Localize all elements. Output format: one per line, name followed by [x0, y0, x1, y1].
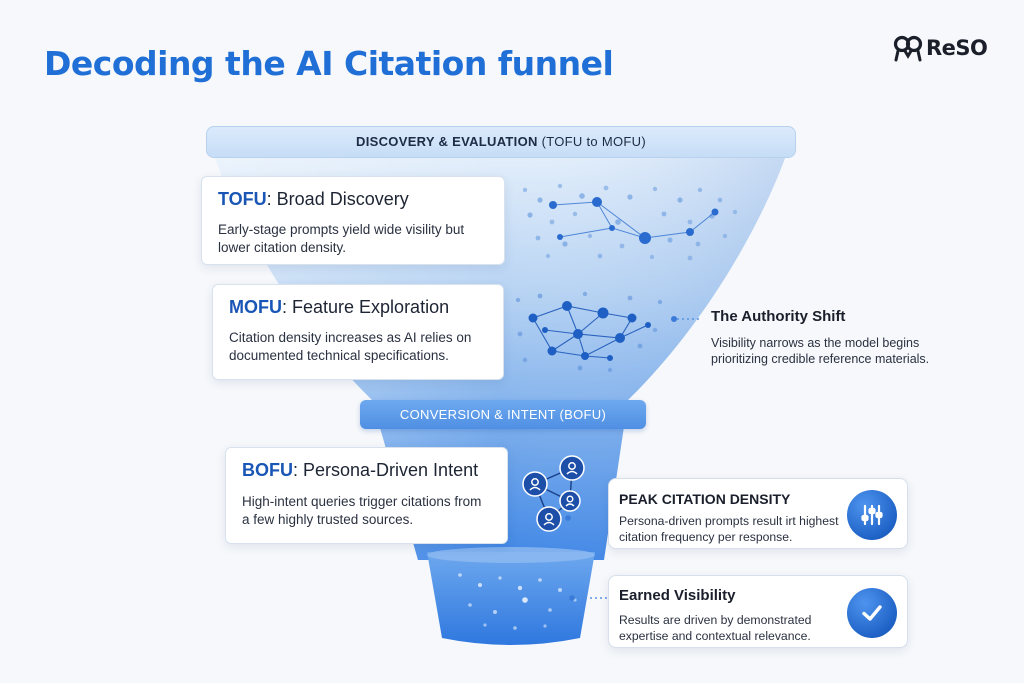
authority-shift-connector-dot: [671, 316, 677, 322]
tofu-card: TOFU: Broad Discovery Early-stage prompt…: [201, 176, 505, 265]
bofu-abbr: BOFU: [242, 460, 293, 480]
bofu-card-desc: High-intent queries trigger citations fr…: [242, 494, 482, 527]
page-title: Decoding the AI Citation funnel: [44, 44, 614, 83]
bofu-card: BOFU: Persona-Driven Intent High-intent …: [225, 447, 508, 544]
tofu-card-title: TOFU: Broad Discovery: [218, 189, 488, 210]
brand-name: ReSO: [926, 36, 988, 60]
earned-visibility-desc: Results are driven by demonstrated exper…: [619, 613, 812, 643]
sliders-icon: [847, 490, 897, 540]
stem-dot-cluster: [458, 573, 577, 630]
stage-header-discovery-main: DISCOVERY & EVALUATION: [356, 134, 538, 149]
mofu-nodes: [528, 301, 651, 361]
tofu-dot-cluster: [522, 183, 738, 261]
stage-header-discovery: DISCOVERY & EVALUATION (TOFU to MOFU): [206, 126, 796, 158]
bofu-card-title: BOFU: Persona-Driven Intent: [242, 460, 491, 481]
authority-shift-desc: Visibility narrows as the model begins p…: [711, 336, 930, 366]
mofu-dot-cluster: [515, 291, 663, 373]
bofu-title-text: : Persona-Driven Intent: [293, 460, 479, 480]
peak-citation-title: PEAK CITATION DENSITY: [619, 491, 791, 507]
checkmark-icon: [847, 588, 897, 638]
tofu-abbr: TOFU: [218, 189, 267, 209]
mofu-card-title: MOFU: Feature Exploration: [229, 297, 487, 318]
peak-citation-card: PEAK CITATION DENSITY Persona-driven pro…: [608, 478, 908, 549]
mofu-card: MOFU: Feature Exploration Citation densi…: [212, 284, 504, 380]
tofu-nodes: [549, 197, 719, 244]
earned-visibility-title: Earned Visibility: [619, 587, 736, 604]
bofu-persona-nodes: [522, 455, 585, 532]
mofu-abbr: MOFU: [229, 297, 282, 317]
peak-density-connector-dot: [565, 515, 571, 521]
mofu-card-desc: Citation density increases as AI relies …: [229, 330, 472, 363]
stage-header-discovery-sub: (TOFU to MOFU): [541, 134, 646, 149]
reso-logo-icon: [893, 35, 923, 62]
earned-visibility-card: Earned Visibility Results are driven by …: [608, 575, 908, 648]
stage-header-conversion: CONVERSION & INTENT (BOFU): [360, 400, 646, 429]
earned-visibility-connector-dot: [569, 595, 575, 601]
brand-logo: ReSO: [893, 34, 988, 62]
tofu-title-text: : Broad Discovery: [266, 189, 409, 209]
authority-shift-title: The Authority Shift: [711, 308, 846, 325]
mofu-title-text: : Feature Exploration: [282, 297, 450, 317]
peak-citation-desc: Persona-driven prompts result irt highes…: [619, 514, 839, 544]
tofu-card-desc: Early-stage prompts yield wide visility …: [218, 222, 465, 255]
